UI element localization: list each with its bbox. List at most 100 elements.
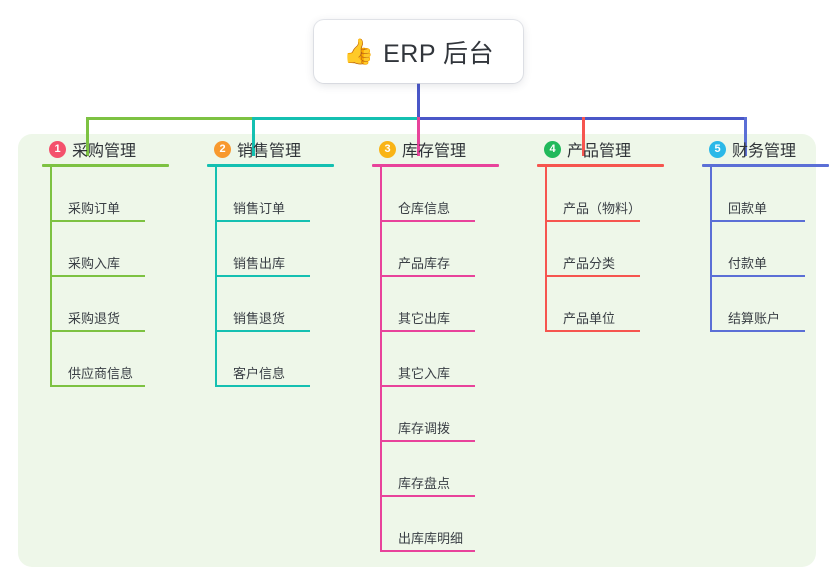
leaf-rule — [545, 220, 640, 222]
leaf-label: 产品库存 — [398, 256, 451, 271]
leaf-item[interactable]: 产品库存 — [380, 222, 527, 277]
leaf-item[interactable]: 其它出库 — [380, 277, 527, 332]
leaf-rule — [50, 275, 145, 277]
leaf-item[interactable]: 客户信息 — [215, 332, 362, 387]
leaf-label: 出库库明细 — [398, 531, 464, 546]
leaf-rule — [380, 495, 475, 497]
leaf-label: 采购退货 — [68, 311, 121, 326]
leaf-label: 库存盘点 — [398, 476, 451, 491]
leaf-label: 销售订单 — [233, 201, 286, 216]
branch-rule-2 — [207, 164, 334, 167]
leaf-rule — [710, 220, 805, 222]
branch-badge-5: 5 — [709, 140, 726, 158]
branch-badge-2: 2 — [214, 140, 231, 158]
branch-header-2[interactable]: 2 销售管理 — [197, 134, 362, 164]
leaf-item[interactable]: 销售订单 — [215, 167, 362, 222]
branch-rule-1 — [42, 164, 169, 167]
leaf-label: 其它出库 — [398, 311, 451, 326]
leaf-label: 付款单 — [728, 256, 768, 271]
branch-column-5: 5 财务管理 回款单 付款单 结算账户 — [692, 134, 839, 332]
branch-title-5: 财务管理 — [732, 143, 797, 160]
branch-header-4[interactable]: 4 产品管理 — [527, 134, 692, 164]
branch-items-2: 销售订单 销售出库 销售退货 客户信息 — [215, 167, 362, 387]
leaf-item[interactable]: 结算账户 — [710, 277, 839, 332]
branch-spine-2 — [215, 167, 217, 387]
leaf-item[interactable]: 仓库信息 — [380, 167, 527, 222]
leaf-label: 产品（物料） — [563, 201, 642, 216]
leaf-label: 客户信息 — [233, 366, 286, 381]
leaf-item[interactable]: 其它入库 — [380, 332, 527, 387]
branch-title-3: 库存管理 — [402, 143, 467, 160]
branch-spine-5 — [710, 167, 712, 332]
branch-header-3[interactable]: 3 库存管理 — [362, 134, 527, 164]
branch-header-1[interactable]: 1 采购管理 — [32, 134, 197, 164]
leaf-item[interactable]: 采购入库 — [50, 222, 197, 277]
leaf-rule — [380, 385, 475, 387]
leaf-label: 其它入库 — [398, 366, 451, 381]
branch-rule-4 — [537, 164, 664, 167]
leaf-item[interactable]: 库存调拨 — [380, 387, 527, 442]
leaf-rule — [215, 385, 310, 387]
leaf-rule — [215, 275, 310, 277]
leaf-item[interactable]: 产品（物料） — [545, 167, 692, 222]
leaf-rule — [50, 220, 145, 222]
root-node-title: ERP 后台 — [383, 39, 495, 68]
leaf-label: 采购入库 — [68, 256, 121, 271]
branch-title-4: 产品管理 — [567, 143, 632, 160]
leaf-rule — [380, 330, 475, 332]
leaf-item[interactable]: 销售出库 — [215, 222, 362, 277]
leaf-rule — [545, 275, 640, 277]
branch-column-1: 1 采购管理 采购订单 采购入库 采购退货 供应商信 — [32, 134, 197, 387]
branch-columns: 1 采购管理 采购订单 采购入库 采购退货 供应商信 — [18, 134, 829, 567]
leaf-label: 销售退货 — [233, 311, 286, 326]
leaf-rule — [50, 385, 145, 387]
branch-badge-4: 4 — [544, 140, 561, 158]
leaf-label: 结算账户 — [728, 311, 781, 326]
leaf-item[interactable]: 产品单位 — [545, 277, 692, 332]
branch-items-3: 仓库信息 产品库存 其它出库 其它入库 库存调拨 — [380, 167, 527, 552]
leaf-rule — [710, 275, 805, 277]
leaf-rule — [215, 220, 310, 222]
branches-background-panel — [18, 134, 816, 567]
branch-title-1: 采购管理 — [72, 143, 137, 160]
branch-badge-1: 1 — [49, 140, 66, 158]
leaf-rule — [380, 275, 475, 277]
branch-items-4: 产品（物料） 产品分类 产品单位 — [545, 167, 692, 332]
branch-spine-4 — [545, 167, 547, 332]
leaf-label: 供应商信息 — [68, 366, 134, 381]
branch-items-1: 采购订单 采购入库 采购退货 供应商信息 — [50, 167, 197, 387]
leaf-rule — [545, 330, 640, 332]
branch-title-2: 销售管理 — [237, 143, 302, 160]
branch-column-3: 3 库存管理 仓库信息 产品库存 其它出库 其它入库 — [362, 134, 527, 552]
leaf-label: 产品单位 — [563, 311, 616, 326]
leaf-item[interactable]: 出库库明细 — [380, 497, 527, 552]
leaf-rule — [710, 330, 805, 332]
leaf-label: 回款单 — [728, 201, 768, 216]
leaf-item[interactable]: 采购退货 — [50, 277, 197, 332]
leaf-item[interactable]: 库存盘点 — [380, 442, 527, 497]
branch-rule-5 — [702, 164, 829, 167]
leaf-label: 产品分类 — [563, 256, 616, 271]
leaf-label: 库存调拨 — [398, 421, 451, 436]
leaf-rule — [215, 330, 310, 332]
branch-rule-3 — [372, 164, 499, 167]
leaf-item[interactable]: 供应商信息 — [50, 332, 197, 387]
branch-spine-1 — [50, 167, 52, 387]
leaf-label: 采购订单 — [68, 201, 121, 216]
branch-header-5[interactable]: 5 财务管理 — [692, 134, 839, 164]
leaf-rule — [380, 220, 475, 222]
branch-spine-3 — [380, 167, 382, 552]
thumbs-up-emoji: 👍 — [342, 38, 375, 66]
leaf-rule — [380, 550, 475, 552]
leaf-item[interactable]: 回款单 — [710, 167, 839, 222]
root-node-card[interactable]: 👍 ERP 后台 — [314, 20, 523, 83]
leaf-item[interactable]: 销售退货 — [215, 277, 362, 332]
leaf-rule — [50, 330, 145, 332]
branch-badge-3: 3 — [379, 140, 396, 158]
leaf-item[interactable]: 采购订单 — [50, 167, 197, 222]
leaf-item[interactable]: 付款单 — [710, 222, 839, 277]
leaf-item[interactable]: 产品分类 — [545, 222, 692, 277]
leaf-label: 仓库信息 — [398, 201, 451, 216]
leaf-rule — [380, 440, 475, 442]
